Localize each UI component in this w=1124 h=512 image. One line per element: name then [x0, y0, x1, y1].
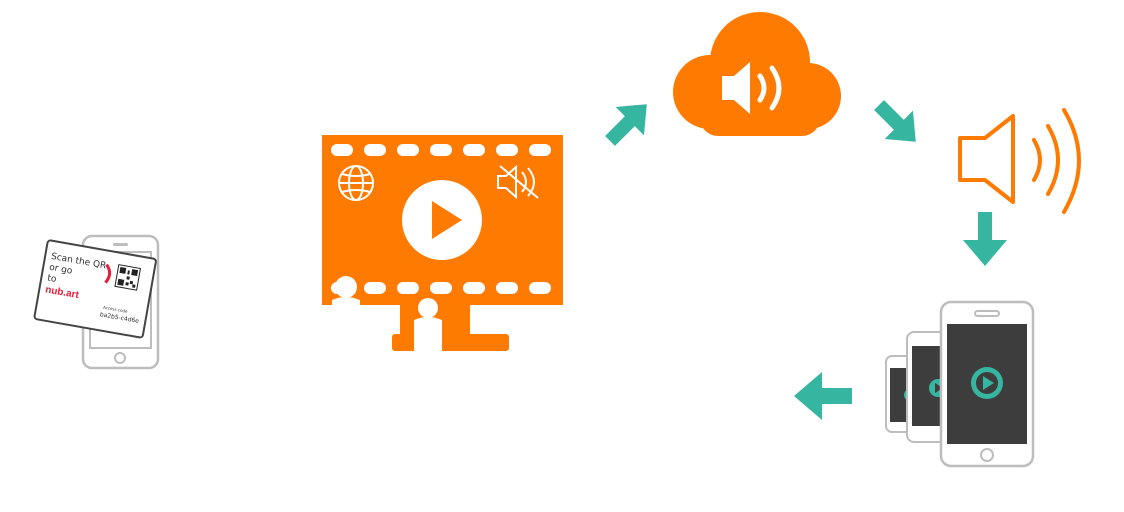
cloud-speaker-icon — [722, 62, 750, 114]
qr-code-icon — [114, 264, 142, 291]
arrow-down-right-icon — [874, 100, 916, 142]
video-monitor-icon — [322, 135, 563, 352]
arrow-down-icon — [963, 212, 1007, 266]
cloud-audio-icon — [673, 12, 841, 136]
card-code-label: Access code — [103, 305, 129, 314]
film-perforations-top — [331, 144, 551, 156]
globe-icon — [338, 165, 374, 201]
play-icon — [402, 180, 482, 260]
device-front — [939, 300, 1035, 468]
monitor-base — [392, 334, 509, 351]
qr-card-body — [33, 239, 157, 339]
speaker-sound-icon — [958, 108, 1081, 214]
phone-speaker-slot — [113, 243, 128, 246]
phone-home-button — [114, 352, 126, 364]
device-play-icon — [971, 367, 1003, 399]
card-line-2: or go — [48, 263, 73, 277]
cloud-sound-waves — [757, 65, 782, 111]
card-line-3: to — [46, 274, 57, 286]
phone-qr-card-icon: Scan the QR or go to nub.art Access code… — [33, 234, 160, 370]
arrow-left-icon — [794, 372, 852, 420]
mobile-devices-icon — [885, 300, 1035, 468]
qr-card: Scan the QR or go to nub.art Access code… — [33, 239, 157, 339]
audience-icon — [332, 276, 442, 352]
film-perforations-bottom — [331, 282, 551, 294]
arrow-up-right-icon — [605, 104, 647, 146]
brand-accent-mark — [104, 263, 112, 284]
muted-speaker-icon — [497, 164, 539, 200]
